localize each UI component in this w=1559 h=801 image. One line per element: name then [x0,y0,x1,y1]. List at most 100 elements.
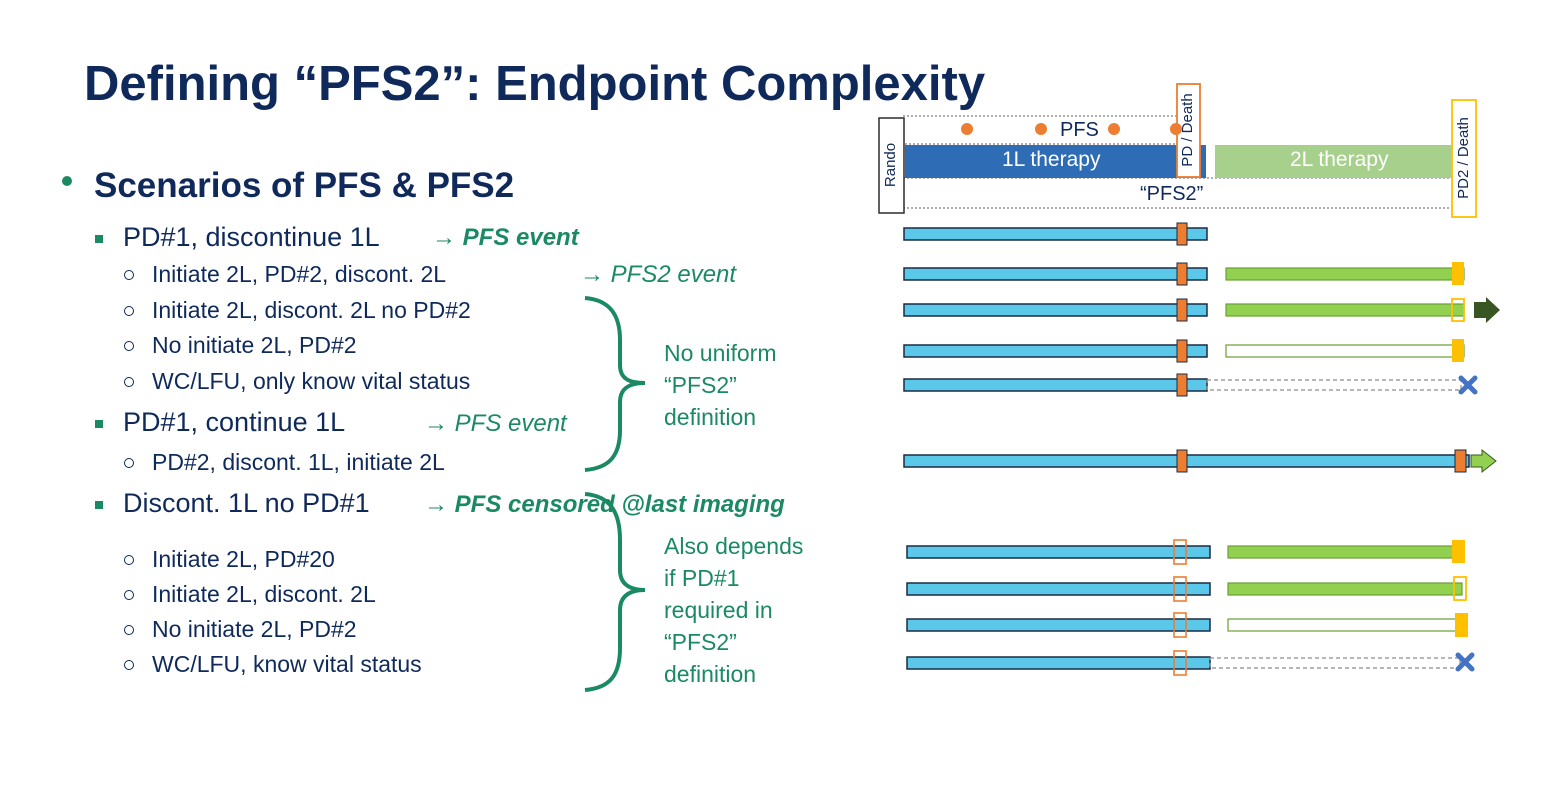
pd-marker [1176,298,1188,322]
bullet-ring [124,590,134,600]
item-1-event-text: PFS2 event [610,261,737,288]
bullet-square [95,420,103,428]
pd-marker-open [1173,612,1187,638]
brace-1 [584,296,646,472]
scenarios-heading: Scenarios of PFS & PFS2 [94,166,515,205]
note-line: if PD#1 [664,565,740,591]
pd2-marker-open [1453,576,1467,601]
bullet-ring [124,660,134,670]
item-4: WC/LFU, only know vital status [152,368,471,394]
pd2-marker-open [1451,298,1465,322]
followup-dashed [1206,379,1462,391]
rando-label: Rando [882,142,899,188]
bar-2l [1225,303,1465,317]
therapy-2l-bar [1215,145,1475,178]
bullet-square [95,501,103,509]
bar-1l [906,545,1211,559]
bar-2l-open [1225,344,1465,358]
note-no-uniform: No uniform “PFS2” definition [664,337,776,433]
group-3-label: Discont. 1L no PD#1 [123,488,370,518]
group-3-event-text: PFS censored @last imaging [454,491,785,518]
pd-marker-open [1173,650,1187,676]
arrow-icon: → [580,261,604,288]
item-5: PD#2, discont. 1L, initiate 2L [152,449,445,475]
bar-2l [1227,545,1463,559]
assessment-dot [1170,123,1182,135]
group-2-event-text: PFS event [454,410,567,437]
group-1-event: → PFS event [432,224,579,252]
pd2-marker [1452,262,1464,285]
bar-1l [903,227,1208,241]
item-1: Initiate 2L, PD#2, discont. 2L [152,261,447,287]
pd2-death-box [1451,99,1477,218]
note-line: definition [664,404,757,430]
item-9: WC/LFU, know vital status [152,651,422,677]
pd2-marker [1455,613,1468,637]
note-line: “PFS2” [664,629,737,655]
rando-box [878,117,905,214]
bar-2l [1225,267,1465,281]
assessment-dot [1108,123,1120,135]
arrow-icon: → [424,410,448,437]
item-1-event: → PFS2 event [580,261,736,289]
pd-marker-open [1173,576,1187,602]
page-title: Defining “PFS2”: Endpoint Complexity [84,57,986,111]
therapy-1l-bar [905,145,1206,178]
pd-marker [1176,373,1188,397]
brace-2 [584,492,646,692]
pd-marker [1454,449,1467,473]
pd-death-label: PD / Death [1179,93,1196,167]
pd-marker-open [1173,539,1187,565]
note-line: definition [664,661,757,687]
bar-1l [903,267,1208,281]
bullet-ring [124,341,134,351]
item-8: No initiate 2L, PD#2 [152,616,357,642]
therapy-2l-label: 2L therapy [1290,148,1389,171]
followup-dashed [1209,657,1461,669]
bullet-ring [124,458,134,468]
assessment-dot [961,123,973,135]
bullet-ring [124,270,134,280]
bar-1l [906,618,1211,632]
pd-marker [1176,222,1188,246]
bar-1l [903,303,1208,317]
bullet-ring [124,555,134,565]
pd-marker [1176,262,1188,286]
continue-arrow-icon [1470,448,1497,474]
pd-marker [1176,449,1188,473]
bar-1l [903,344,1208,358]
note-line: required in [664,597,773,623]
pd2-marker [1452,339,1464,362]
continue-arrow-icon [1474,297,1500,323]
bullet-square [95,235,103,243]
note-also-depends: Also depends if PD#1 required in “PFS2” … [664,530,803,690]
bullet-ring [124,377,134,387]
item-6: Initiate 2L, PD#20 [152,546,335,572]
item-7: Initiate 2L, discont. 2L [152,581,376,607]
pd-marker [1176,339,1188,363]
arrow-icon: → [432,224,456,251]
group-1-event-text: PFS event [462,224,579,251]
death-x-icon [1455,652,1475,672]
item-3: No initiate 2L, PD#2 [152,332,357,358]
bar-1l [906,582,1211,596]
bullet-ring [124,625,134,635]
assessment-dot [1035,123,1047,135]
arrow-icon: → [424,491,448,518]
bar-2l [1227,582,1463,596]
death-x-icon [1458,375,1478,395]
bullet-dot [62,176,72,186]
bullet-ring [124,306,134,316]
pd2-marker [1452,540,1465,563]
group-2-label: PD#1, continue 1L [123,407,346,437]
bar-1l [903,378,1208,392]
note-line: No uniform [664,340,777,366]
note-line: “PFS2” [664,372,737,398]
group-2-event: → PFS event [424,410,567,438]
group-3-event: → PFS censored @last imaging [424,491,785,519]
pfs-label: PFS [1058,119,1101,141]
therapy-1l-label: 1L therapy [1002,148,1101,171]
bar-1l [906,656,1211,670]
pd2-death-label: PD2 / Death [1455,117,1472,199]
